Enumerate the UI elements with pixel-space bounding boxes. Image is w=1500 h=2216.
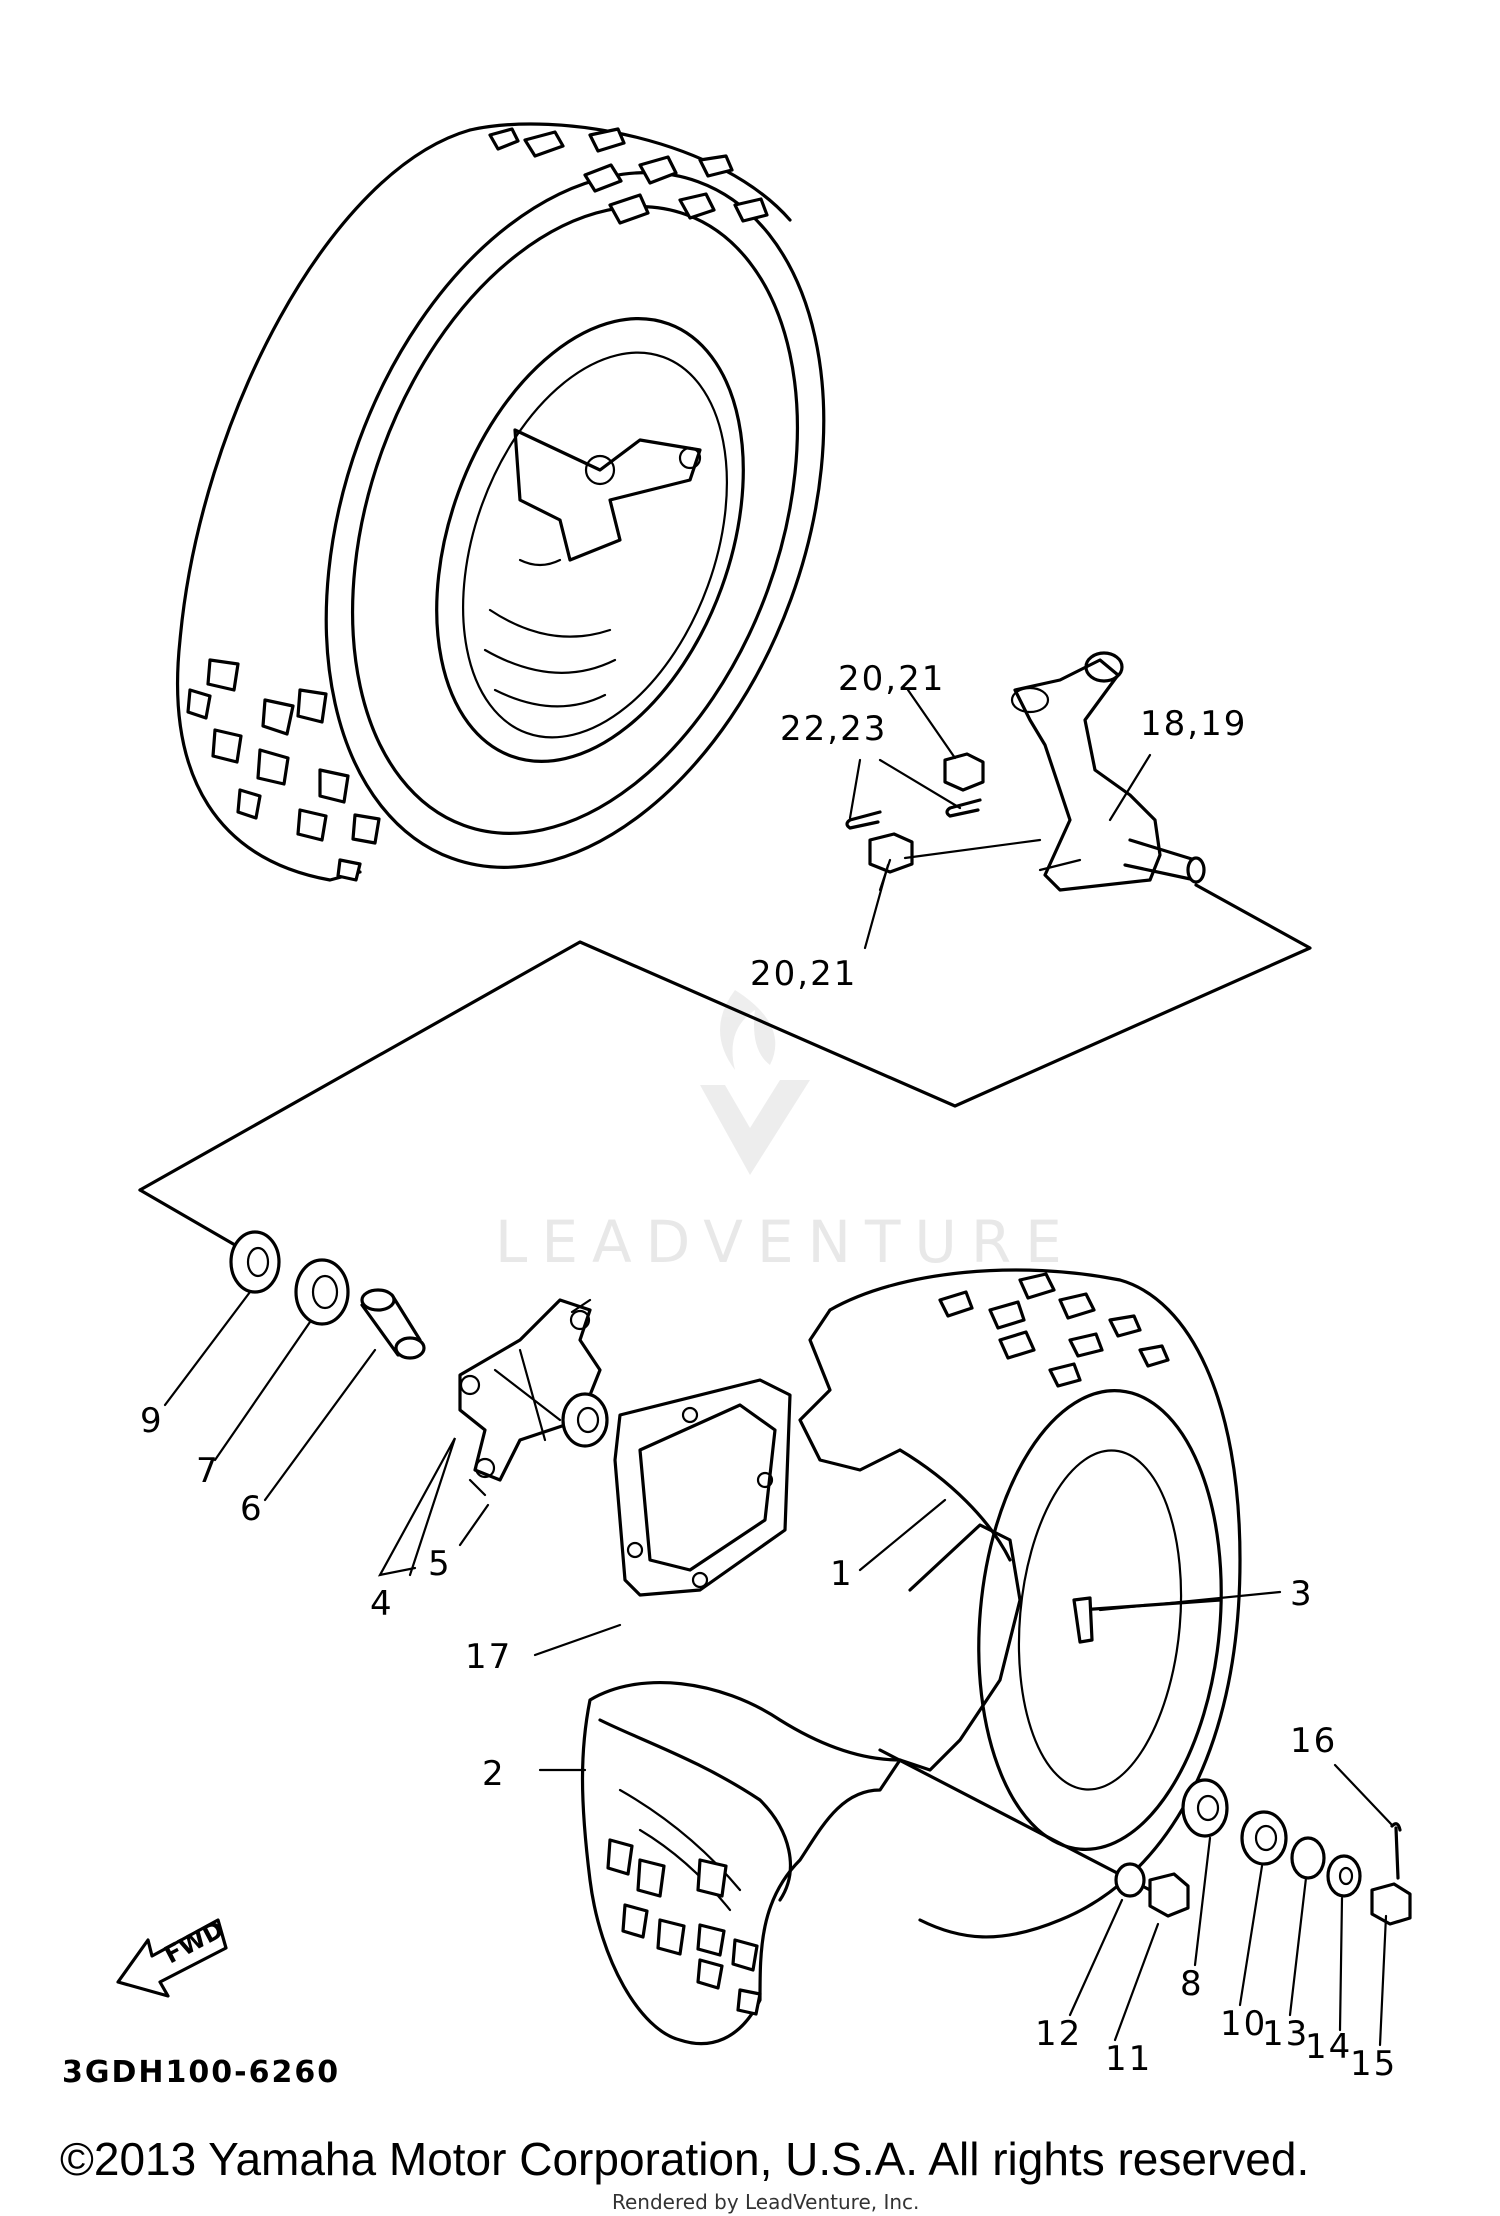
tread-blocks-top [488,127,769,225]
castle-nut-upper [943,752,985,792]
washer-13 [1290,1836,1326,1880]
castle-nuts-and-cotter-pins [845,752,985,874]
upper-wheel-assembly [175,122,826,882]
part-label-20-21-bottom: 20,21 [750,954,857,994]
hub-and-bearings [229,1230,609,1497]
tread-blocks-lower [606,1272,1170,2016]
cotter-pin-1 [845,810,882,830]
leader-lines [163,688,1394,2047]
part-label-18-19: 18,19 [1140,704,1247,744]
part-label-16: 16 [1290,1721,1337,1761]
castle-nut-lower [868,832,914,874]
leadventure-watermark: LEADVENTURE [495,990,1076,1276]
cotter-pin-16 [1390,1822,1402,1880]
cotter-pin-2 [945,798,982,818]
part-label-17: 17 [465,1637,512,1677]
part-label-14: 14 [1305,2027,1352,2067]
rendered-by-notice: Rendered by LeadVenture, Inc. [612,2190,920,2214]
part-label-12: 12 [1035,2014,1082,2054]
tread-blocks-bottom [186,658,381,882]
bearing-7 [294,1258,350,1326]
part-label-4: 4 [370,1584,394,1624]
nut-11 [1148,1872,1190,1918]
valve-3 [1072,1596,1094,1644]
washer-12 [1114,1862,1146,1898]
part-label-5: 5 [428,1544,452,1584]
part-label-9: 9 [140,1401,164,1441]
lower-wheel-exploded [580,1268,1242,2046]
fwd-arrow-icon [116,1918,228,1998]
part-label-20-21-top: 20,21 [838,659,945,699]
part-label-6: 6 [240,1489,264,1529]
washer-14 [1326,1854,1362,1898]
hub-plate-17 [613,1378,792,1597]
part-label-7: 7 [196,1451,220,1491]
steering-knuckle [1010,651,1206,892]
oil-seal-9 [229,1230,281,1294]
part-label-1: 1 [830,1554,854,1594]
part-label-2: 2 [482,1754,506,1794]
part-label-15: 15 [1350,2044,1397,2084]
part-label-8: 8 [1180,1964,1204,2004]
bearing-8 [1181,1778,1229,1838]
oil-seal-10 [1240,1810,1288,1866]
axle-line [878,1748,1152,1892]
forward-direction-indicator: FWD [116,1915,228,1998]
part-label-22-23: 22,23 [780,709,887,749]
part-labels: 1 2 3 4 5 6 7 8 9 10 11 12 13 14 15 16 1… [140,659,1397,2084]
watermark-text: LEADVENTURE [495,1208,1076,1276]
copyright-notice: ©2013 Yamaha Motor Corporation, U.S.A. A… [60,2133,1310,2185]
nut-15 [1370,1882,1412,1926]
part-label-11: 11 [1105,2039,1152,2079]
part-label-13: 13 [1262,2014,1309,2054]
part-label-10: 10 [1220,2004,1267,2044]
axle-hardware [878,1748,1412,1926]
part-label-3: 3 [1290,1574,1314,1614]
diagram-code: 3GDH100-6260 [62,2055,340,2090]
